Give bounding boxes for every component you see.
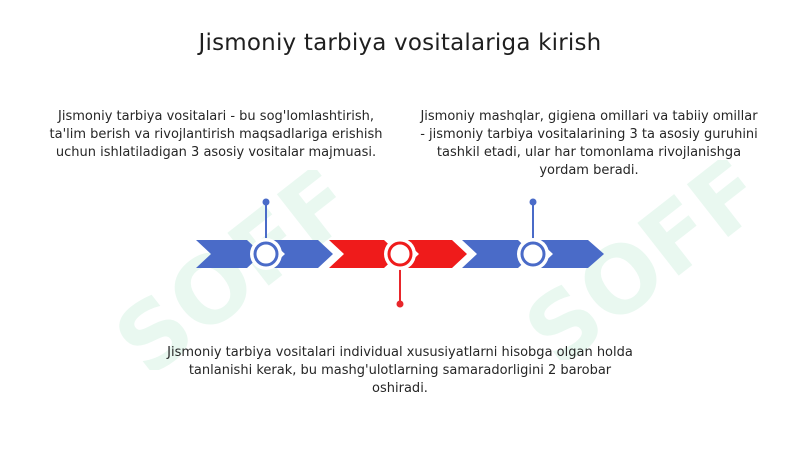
- timeline-marker-left-ring: [253, 241, 279, 267]
- callout-bottom-text: Jismoniy tarbiya vositalari individual x…: [167, 345, 633, 396]
- connector-dot-left: [262, 198, 270, 206]
- arrow-segment-4: [404, 240, 467, 268]
- timeline-marker-right-ring: [520, 241, 546, 267]
- arrow-segment-2: [270, 240, 333, 268]
- callout-left-text: Jismoniy tarbiya vositalari - bu sog'lom…: [49, 109, 383, 160]
- arrow-segment-6: [538, 240, 604, 268]
- arrow-segment-3: [329, 240, 399, 268]
- timeline-marker-center-ring: [387, 241, 413, 267]
- slide-title: Jismoniy tarbiya vositalariga kirish: [198, 30, 602, 56]
- callout-right-text: Jismoniy mashqlar, gigiena omillari va t…: [420, 109, 758, 178]
- connector-dot-center: [396, 300, 404, 308]
- arrow-segment-1: [196, 240, 262, 268]
- connector-dot-right: [529, 198, 537, 206]
- arrow-segment-5: [462, 240, 533, 268]
